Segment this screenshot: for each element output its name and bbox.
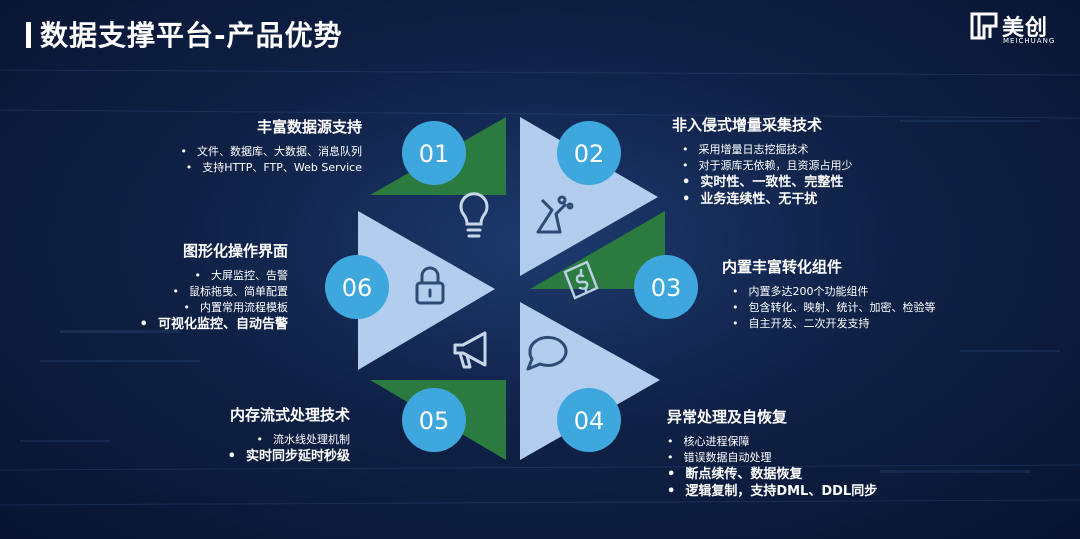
logo-mark-icon xyxy=(970,12,998,40)
segment-04-title: 异常处理及自恢复 xyxy=(667,408,788,426)
segment-01-list: 文件、数据库、大数据、消息队列 支持HTTP、FTP、Web Service xyxy=(181,144,362,176)
circle-03 xyxy=(634,255,698,319)
segment-04-block: 异常处理及自恢复 核心进程保障 错误数据自动处理 断点续传、数据恢复 逻辑复制，… xyxy=(667,406,877,500)
list-item: 大屏监控、告警 xyxy=(140,268,288,284)
list-item: 实时同步延时秒级 xyxy=(228,448,350,465)
list-item: 包含转化、映射、统计、加密、检验等 xyxy=(732,300,936,316)
list-item: 断点续传、数据恢复 xyxy=(667,466,877,483)
segment-02-list: 采用增量日志挖掘技术 对于源库无依赖，且资源占用少 实时性、一致性、完整性 业务… xyxy=(682,142,853,208)
circle-01 xyxy=(402,121,466,185)
logo-text: 美创 xyxy=(1002,16,1049,41)
list-item: 鼠标拖曳、简单配置 xyxy=(140,284,288,300)
page-title: 数据支撑平台-产品优势 xyxy=(40,19,343,52)
segment-04-list: 核心进程保障 错误数据自动处理 断点续传、数据恢复 逻辑复制，支持DML、DDL… xyxy=(667,434,878,500)
segment-05-title: 内存流式处理技术 xyxy=(229,406,350,424)
circle-05 xyxy=(402,388,466,452)
segment-03-block: 内置丰富转化组件 内置多达200个功能组件 包含转化、映射、统计、加密、检验等 … xyxy=(722,256,936,332)
segment-06-block: 图形化操作界面 大屏监控、告警 鼠标拖曳、简单配置 内置常用流程模板 可视化监控… xyxy=(140,240,288,333)
segment-01-title: 丰富数据源支持 xyxy=(256,118,362,136)
logo-subtext: MEICHUANG xyxy=(1003,37,1056,45)
segment-03-number: 03 xyxy=(651,274,682,302)
list-item: 核心进程保障 xyxy=(667,434,877,450)
segment-05-list: 流水线处理机制 实时同步延时秒级 xyxy=(228,432,350,465)
segment-06-number: 06 xyxy=(342,274,373,302)
chat-bubble-icon xyxy=(526,335,568,371)
list-item: 内置常用流程模板 xyxy=(140,300,288,316)
circle-02 xyxy=(557,121,621,185)
list-item: 业务连续性、无干扰 xyxy=(682,191,853,208)
segment-02-triangle xyxy=(520,117,658,276)
segment-03-triangle xyxy=(530,211,665,289)
segment-04-triangle xyxy=(520,302,660,460)
title-accent-bar xyxy=(26,22,31,48)
segment-01-block: 丰富数据源支持 文件、数据库、大数据、消息队列 支持HTTP、FTP、Web S… xyxy=(181,116,362,176)
segment-06-triangle xyxy=(358,211,495,370)
list-item: 支持HTTP、FTP、Web Service xyxy=(181,160,362,176)
list-item: 可视化监控、自动告警 xyxy=(140,316,288,333)
segment-03-list: 内置多达200个功能组件 包含转化、映射、统计、加密、检验等 自主开发、二次开发… xyxy=(732,284,936,332)
segment-05-block: 内存流式处理技术 流水线处理机制 实时同步延时秒级 xyxy=(228,404,350,465)
megaphone-icon xyxy=(453,331,487,369)
circle-06 xyxy=(325,255,389,319)
list-item: 错误数据自动处理 xyxy=(667,450,877,466)
flask-icon xyxy=(536,195,574,234)
list-item: 文件、数据库、大数据、消息队列 xyxy=(181,144,362,160)
segment-05-number: 05 xyxy=(419,407,450,435)
list-item: 对于源库无依赖，且资源占用少 xyxy=(682,158,853,174)
circle-04 xyxy=(557,388,621,452)
list-item: 流水线处理机制 xyxy=(228,432,350,448)
segment-01-number: 01 xyxy=(419,140,450,168)
brand-logo: 美创 MEICHUANG xyxy=(970,10,1066,46)
list-item: 采用增量日志挖掘技术 xyxy=(682,142,853,158)
segment-06-title: 图形化操作界面 xyxy=(182,242,288,260)
list-item: 实时性、一致性、完整性 xyxy=(682,174,853,191)
list-item: 逻辑复制，支持DML、DDL同步 xyxy=(667,483,877,500)
lock-icon xyxy=(415,266,445,305)
lightbulb-icon xyxy=(459,192,489,238)
segment-03-title: 内置丰富转化组件 xyxy=(722,258,843,276)
money-icon xyxy=(563,260,599,300)
segment-04-number: 04 xyxy=(574,407,605,435)
segment-02-title: 非入侵式增量采集技术 xyxy=(672,116,823,134)
list-item: 内置多达200个功能组件 xyxy=(732,284,936,300)
segment-02-block: 非入侵式增量采集技术 采用增量日志挖掘技术 对于源库无依赖，且资源占用少 实时性… xyxy=(672,114,853,208)
segment-06-list: 大屏监控、告警 鼠标拖曳、简单配置 内置常用流程模板 可视化监控、自动告警 xyxy=(140,268,288,333)
segment-02-number: 02 xyxy=(574,140,605,168)
list-item: 自主开发、二次开发支持 xyxy=(732,316,936,332)
